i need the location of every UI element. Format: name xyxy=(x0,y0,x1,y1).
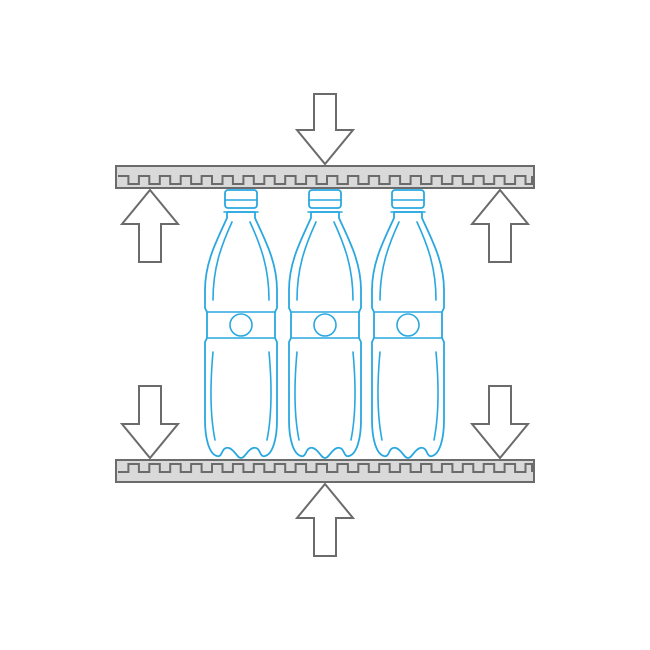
bottle-middle-cap xyxy=(308,189,342,209)
bottle-right-shoulder-right xyxy=(416,221,437,301)
bottle-right-contour-right xyxy=(433,351,439,441)
bottle-middle-label-circle xyxy=(313,313,337,337)
arrow-down-icon xyxy=(469,385,531,460)
bottle-icon xyxy=(288,189,362,459)
arrow-down-icon xyxy=(119,385,181,460)
bottles-group xyxy=(204,189,445,459)
bottle-left-shoulder-left xyxy=(212,221,233,301)
arrow-up-icon xyxy=(119,188,181,263)
bottle-middle-contour-left xyxy=(294,351,300,441)
bottle-left-contour-left xyxy=(210,351,216,441)
plate-bottom-body xyxy=(115,459,535,483)
bottle-right-contour-left xyxy=(377,351,383,441)
plate-bottom-teeth xyxy=(118,463,533,473)
bottle-left-contour-right xyxy=(266,351,272,441)
plate-top-teeth xyxy=(118,175,533,185)
plate-bottom xyxy=(115,459,535,483)
plate-top xyxy=(115,165,535,189)
arrow-down-icon xyxy=(294,93,356,166)
bottle-right-shoulder-left xyxy=(379,221,400,301)
arrow-up-icon xyxy=(294,482,356,557)
bottle-middle-shoulder-left xyxy=(296,221,317,301)
bottle-icon xyxy=(204,189,278,459)
bottle-middle-shoulder-right xyxy=(333,221,354,301)
bottle-left-cap xyxy=(224,189,258,209)
bottle-icon xyxy=(371,189,445,459)
plates-group xyxy=(115,165,535,483)
arrow-up-icon xyxy=(469,188,531,263)
bottle-left-shoulder-right xyxy=(249,221,270,301)
arrows-group xyxy=(119,93,531,557)
bottle-middle-contour-right xyxy=(350,351,356,441)
plate-top-body xyxy=(115,165,535,189)
bottle-left-label-circle xyxy=(229,313,253,337)
bottle-right-cap xyxy=(391,189,425,209)
bottle-right-label-circle xyxy=(396,313,420,337)
